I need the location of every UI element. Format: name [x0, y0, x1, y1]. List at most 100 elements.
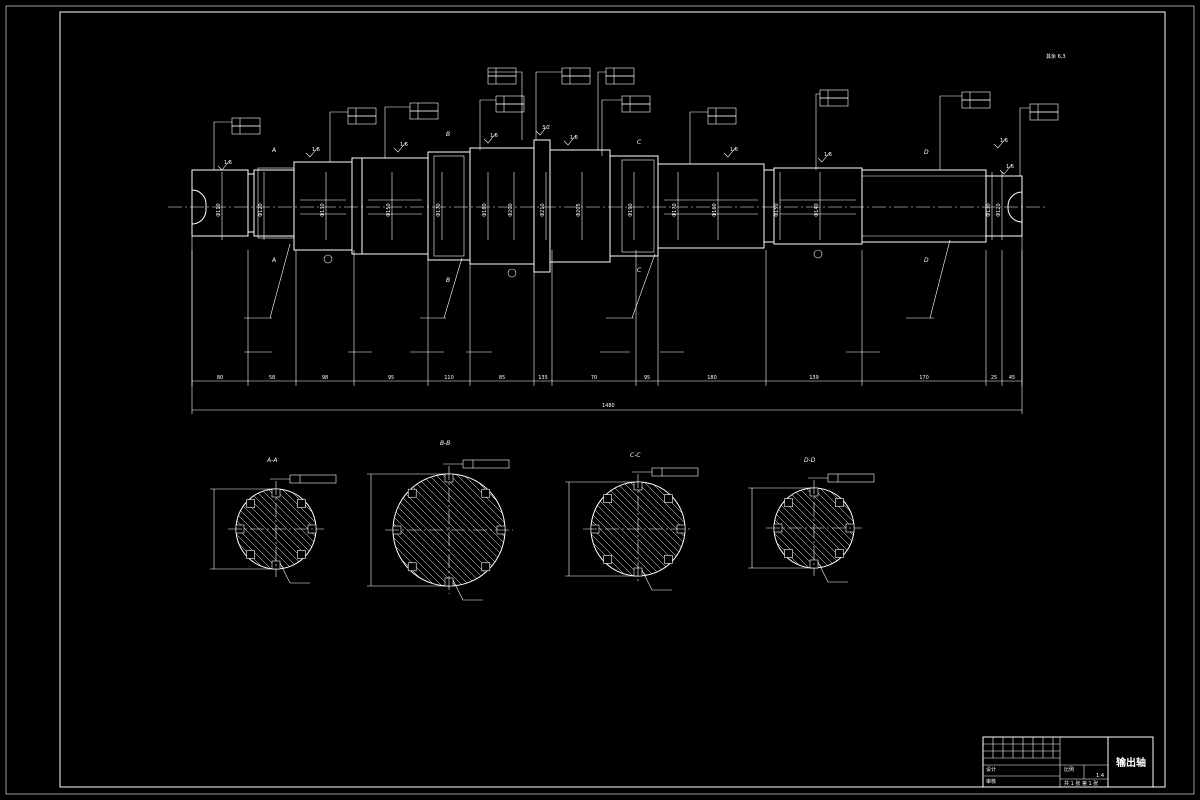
diameter-label: Φ160	[712, 203, 718, 216]
tolerance-frame	[707, 107, 737, 117]
right-journal	[985, 175, 1023, 237]
tolerance-frame	[1029, 103, 1059, 113]
diameter-label: Φ110	[216, 203, 222, 216]
length-label: 170	[919, 375, 929, 381]
length-label: 139	[809, 375, 819, 381]
left-journal	[191, 169, 249, 237]
scale-value: 1:4	[1096, 773, 1104, 779]
roughness-symbol	[483, 132, 497, 144]
section-mark-b-top: B	[446, 131, 450, 138]
roughness-symbol	[817, 151, 831, 163]
roughness-symbol	[993, 137, 1007, 149]
length-label: 95	[644, 375, 650, 381]
length-label: 45	[1009, 375, 1015, 381]
bearing-seat-1	[253, 169, 295, 237]
roughness-value: 1.6	[824, 152, 832, 158]
tolerance-frame	[561, 67, 591, 77]
roughness-symbol	[217, 159, 231, 171]
tolerance-frame	[347, 107, 377, 117]
section-mark-c-bottom: C	[637, 267, 642, 274]
shoulder-1	[469, 147, 535, 265]
datum-marker	[507, 268, 517, 278]
part-name: 输出轴	[1116, 756, 1146, 769]
designed-label: 设计	[986, 766, 996, 773]
diameter-label: Φ205	[576, 203, 582, 216]
roughness-value: 1.6	[570, 135, 578, 141]
section-mark-d-bottom: D	[924, 257, 929, 264]
roughness-symbol	[999, 163, 1013, 175]
right-center-hole	[1007, 191, 1023, 223]
roughness-value: 1.6	[730, 147, 738, 153]
datum-marker	[813, 249, 823, 259]
sheet-label: 共 1 张 第 1 张	[1064, 780, 1098, 787]
roughness-symbol	[535, 124, 549, 136]
section-view-aa: A-A	[210, 457, 337, 584]
roughness-value: 1.6	[490, 133, 498, 139]
diameter-label: Φ170	[672, 203, 678, 216]
section-title: D-D	[804, 457, 816, 464]
section-view-cc: C-C	[565, 452, 699, 591]
roughness-symbol	[563, 134, 577, 146]
section-mark-b-bottom: B	[446, 277, 450, 284]
overall-length-label: 1480	[602, 403, 615, 409]
roughness-symbol	[393, 141, 407, 153]
length-label: 25	[991, 375, 997, 381]
diameter-label: Φ140	[814, 203, 820, 216]
diameter-label: Φ130	[986, 203, 992, 216]
title-block: 输出轴 设计 审核 比例 1:4 共 1 张 第 1 张	[982, 736, 1154, 788]
tolerance-frame	[827, 473, 875, 483]
diameter-label: Φ150	[774, 203, 780, 216]
scale-label: 比例	[1064, 766, 1074, 773]
roughness-symbol	[305, 146, 319, 158]
datum-marker	[323, 254, 333, 264]
outer-border	[5, 5, 1195, 795]
length-label: 85	[499, 375, 505, 381]
length-label: 110	[444, 375, 454, 381]
tolerance-frame	[961, 91, 991, 101]
section-title: C-C	[630, 452, 641, 459]
section-view-dd: D-D	[748, 457, 875, 583]
tolerance-frame	[409, 102, 439, 112]
section-views: A-A B-B C-C D-D	[210, 440, 875, 601]
diameter-label: Φ210	[540, 203, 546, 216]
roughness-value: 1.6	[1000, 138, 1008, 144]
drawing-frame	[59, 11, 1166, 788]
diameter-label: Φ150	[386, 203, 392, 216]
tolerance-frame	[605, 67, 635, 77]
tolerance-frame	[231, 117, 261, 127]
section-title: B-B	[440, 440, 450, 447]
keyed-seat-2	[361, 157, 429, 255]
roughness-value: 3.2	[542, 125, 550, 131]
left-center-hole	[191, 189, 207, 225]
section-mark-d-top: D	[924, 149, 929, 156]
tolerance-frame	[621, 95, 651, 105]
section-mark-a-bottom: A	[271, 257, 276, 264]
roughness-value: 1.6	[224, 160, 232, 166]
general-roughness-note: 其余 6.3	[1046, 53, 1066, 60]
diameter-label: Φ200	[508, 203, 514, 216]
length-label: 98	[322, 375, 328, 381]
roughness-value: 1.6	[312, 147, 320, 153]
length-label: 95	[388, 375, 394, 381]
length-label: 80	[217, 375, 223, 381]
diameter-label: Φ180	[482, 203, 488, 216]
tolerance-frame	[819, 89, 849, 99]
shaft-main-view: A A B B C C D D Φ110 Φ120 Φ130 Φ150 Φ170 Φ180…	[168, 67, 1059, 284]
roughness-value: 1.6	[1006, 164, 1014, 170]
tolerance-frame	[495, 95, 525, 105]
length-label: 58	[269, 375, 275, 381]
diameter-label: Φ120	[996, 203, 1002, 216]
tolerance-frame	[462, 459, 510, 469]
section-mark-a-top: A	[271, 147, 276, 154]
roughness-value: 1.6	[400, 142, 408, 148]
section-title: A-A	[266, 457, 277, 464]
section-mark-c-top: C	[637, 139, 642, 146]
tolerance-frame	[289, 474, 337, 484]
diameter-label: Φ120	[258, 203, 264, 216]
length-label: 135	[538, 375, 548, 381]
roughness-symbol	[723, 146, 737, 158]
length-label: 180	[707, 375, 717, 381]
diameter-label: Φ190	[628, 203, 634, 216]
